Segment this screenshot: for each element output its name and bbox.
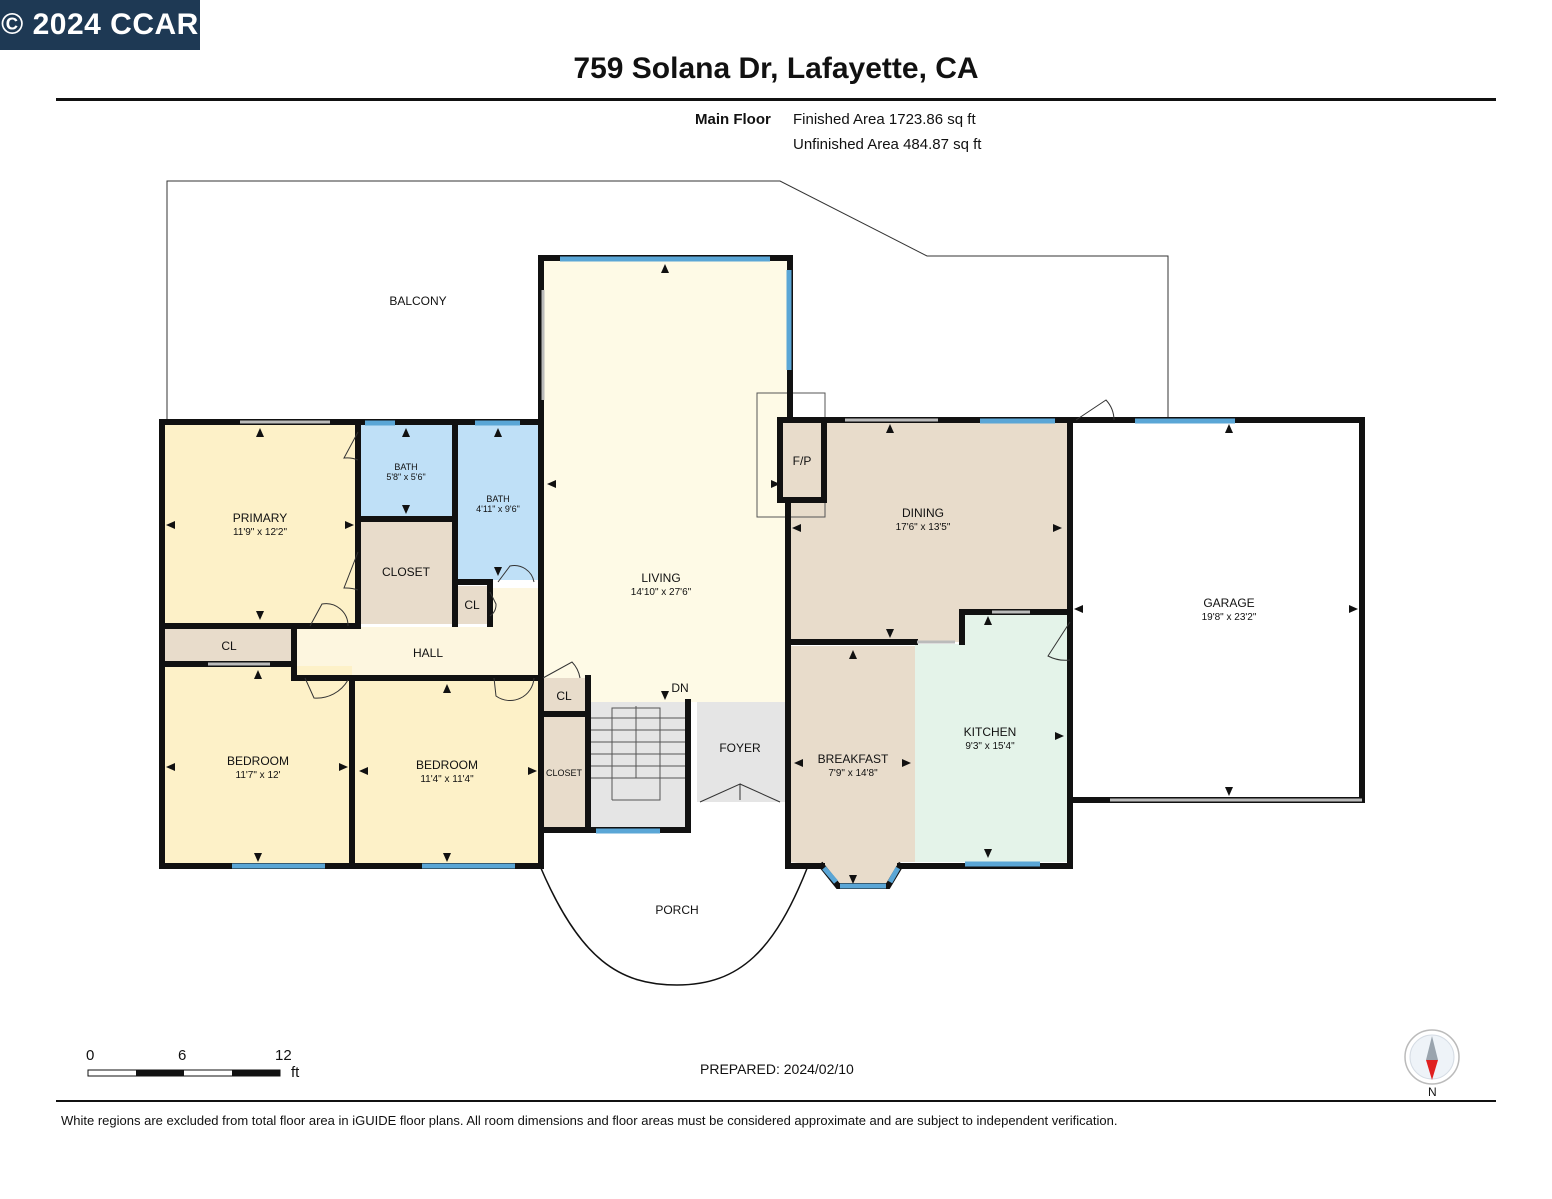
dining-dim: 17'6" x 13'5"	[896, 522, 951, 533]
footer-divider	[56, 1100, 1496, 1102]
hall-room	[297, 588, 541, 678]
compass-north-label: N	[1428, 1085, 1437, 1099]
living-dim: 14'10" x 27'6"	[631, 587, 692, 598]
compass-icon	[1404, 1029, 1460, 1085]
kitchen-label: KITCHEN	[964, 725, 1017, 739]
copyright-badge: © 2024 CCAR	[0, 0, 200, 50]
breakfast-dim: 7'9" x 14'8"	[828, 768, 878, 779]
balcony-label: BALCONY	[389, 294, 446, 308]
bath-room-2	[455, 424, 541, 580]
bedroom-1-room	[162, 666, 352, 866]
living-label: LIVING	[641, 571, 680, 585]
page-title: 759 Solana Dr, Lafayette, CA	[573, 52, 979, 85]
bedroom-2-room	[355, 680, 541, 866]
bedroom-2-label: BEDROOM	[416, 758, 478, 772]
cl-stair-label: CL	[556, 689, 572, 703]
foyer-label: FOYER	[719, 741, 761, 755]
stairs-dn-label: DN	[671, 681, 688, 695]
dimension-arrows	[166, 264, 1358, 884]
porch-label: PORCH	[655, 903, 698, 917]
windows	[232, 256, 1235, 889]
cl-small-label: CL	[464, 598, 480, 612]
foyer-room	[697, 702, 785, 802]
cl-small-room	[456, 586, 490, 624]
living-room	[543, 260, 788, 702]
stairs-area	[588, 702, 686, 828]
unfinished-area: Unfinished Area 484.87 sq ft	[793, 136, 982, 153]
openings	[208, 290, 1362, 802]
breakfast-label: BREAKFAST	[818, 752, 889, 766]
bath-2-dim: 4'11" x 9'6"	[476, 504, 520, 514]
bath-2-label: BATH	[486, 494, 509, 504]
garage-label: GARAGE	[1203, 596, 1254, 610]
primary-label: PRIMARY	[233, 511, 287, 525]
closet-lower-label: CLOSET	[546, 768, 583, 778]
fireplace-box	[780, 420, 824, 500]
scale-bar	[87, 1069, 281, 1077]
primary-dim: 11'9" x 12'2"	[233, 527, 288, 538]
bath-room-1	[358, 424, 455, 517]
balcony-outline	[166, 180, 1169, 420]
scale-mid-label: 6	[178, 1047, 187, 1064]
floor-name: Main Floor	[695, 111, 771, 128]
closet-lower-room	[543, 714, 587, 828]
cl-stair-room	[543, 678, 587, 714]
cl-left-label: CL	[221, 639, 237, 653]
dining-room	[788, 420, 1067, 642]
scale-end-label: 12	[275, 1047, 292, 1064]
bedroom-1-label: BEDROOM	[227, 754, 289, 768]
scale-start-label: 0	[86, 1047, 95, 1064]
bedroom-2-dim: 11'4" x 11'4"	[420, 774, 474, 785]
prepared-date: PREPARED: 2024/02/10	[700, 1061, 854, 1077]
porch-outline	[539, 865, 809, 986]
disclaimer-text: White regions are excluded from total fl…	[61, 1113, 1118, 1128]
door-swings	[304, 399, 1115, 803]
kitchen-dim: 9'3" x 15'4"	[965, 741, 1015, 752]
primary-room	[162, 424, 358, 626]
dining-label: DINING	[902, 506, 944, 520]
cl-left-room	[162, 627, 294, 664]
bath-1-label: BATH	[394, 462, 417, 472]
kitchen-room	[915, 612, 1068, 862]
hall-label: HALL	[413, 646, 443, 660]
header-divider	[56, 98, 1496, 101]
finished-area: Finished Area 1723.86 sq ft	[793, 111, 976, 128]
breakfast-room	[790, 646, 915, 886]
garage-dim: 19'8" x 23'2"	[1202, 612, 1257, 623]
closet-label: CLOSET	[382, 565, 431, 579]
closet-room	[358, 517, 455, 624]
bedroom-1-dim: 11'7" x 12'	[236, 770, 281, 781]
scale-unit-label: ft	[291, 1064, 300, 1081]
bath-1-dim: 5'8" x 5'6"	[386, 472, 425, 482]
fireplace-label: F/P	[793, 454, 812, 468]
stairs-treads	[590, 706, 686, 801]
